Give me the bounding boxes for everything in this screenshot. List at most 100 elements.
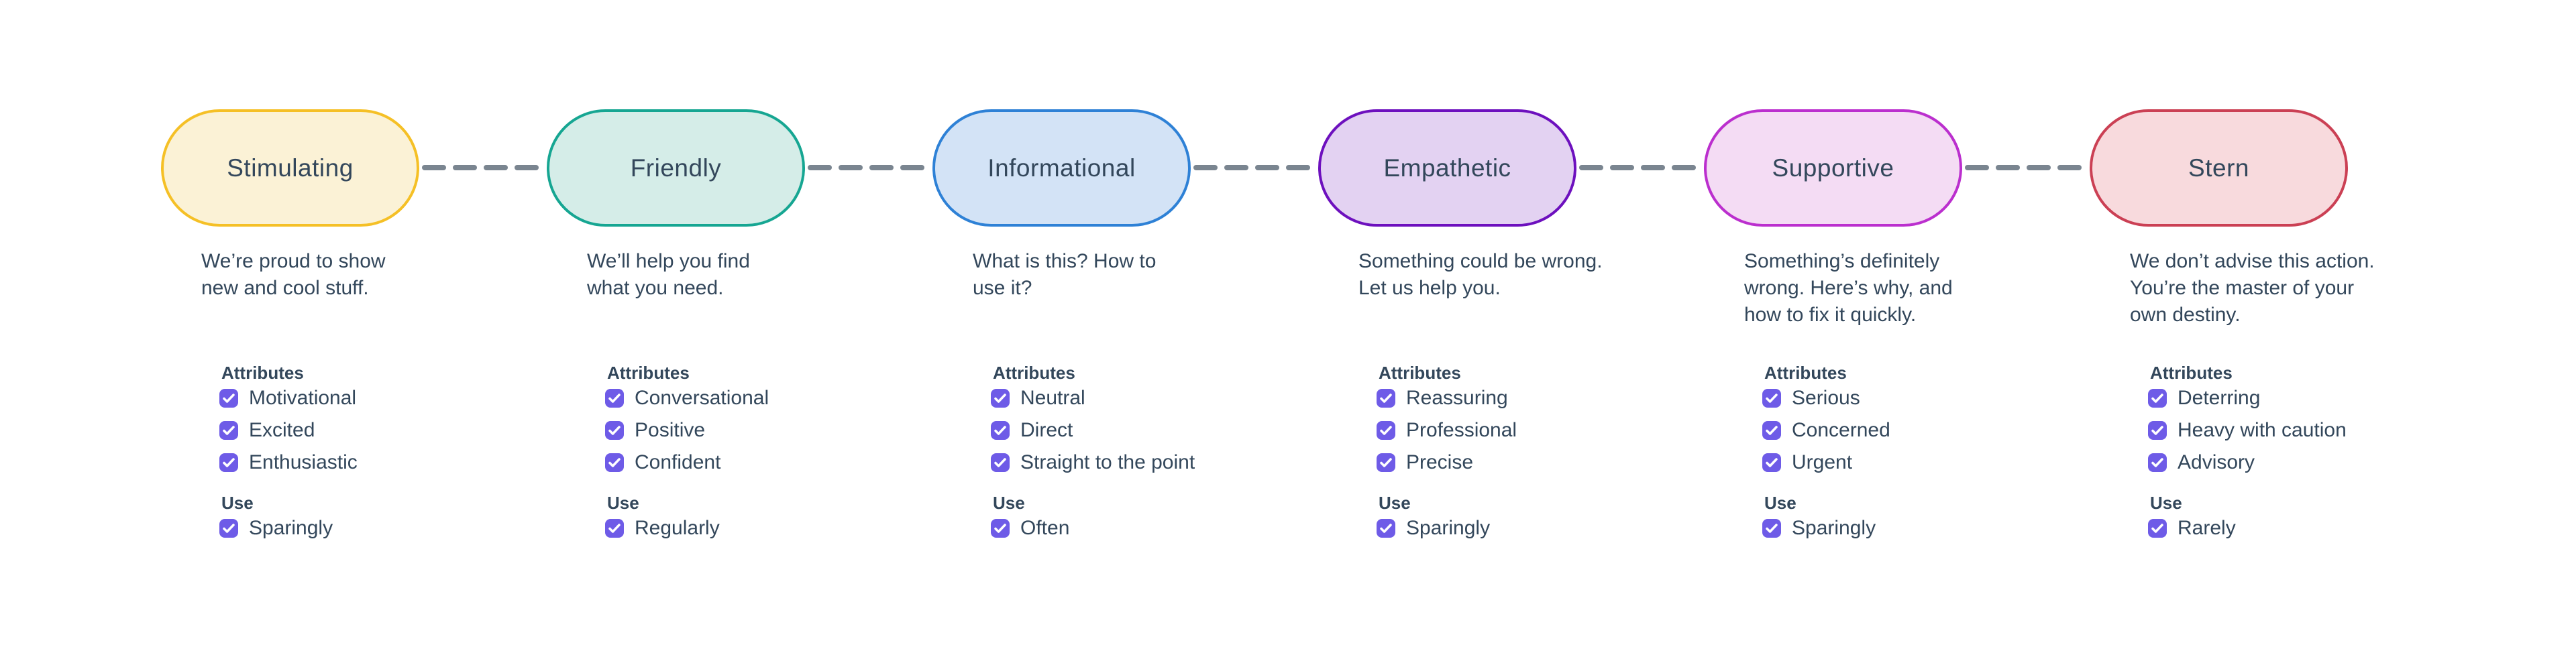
check-icon (2151, 394, 2163, 403)
attribute-label: Straight to the point (1020, 451, 1195, 473)
check-icon (1766, 524, 1778, 533)
tone-description: What is this? How to use it? (973, 250, 1157, 299)
tone-pill: Stimulating (161, 109, 419, 227)
attribute-item: Heavy with caution (2148, 419, 2475, 441)
use-frequency-label: Often (1020, 517, 1070, 539)
tone-description: Something’s definitely wrong. Here’s why… (1744, 250, 1953, 326)
use-heading: Use (1764, 493, 1796, 513)
attribute-checkbox[interactable] (1377, 453, 1395, 472)
tone-pill: Supportive (1704, 109, 1962, 227)
attribute-label: Serious (1792, 387, 1860, 409)
attribute-label: Conversational (635, 387, 769, 409)
attribute-item: Precise (1377, 451, 1704, 473)
check-icon (994, 458, 1006, 467)
attribute-checkbox[interactable] (1377, 389, 1395, 408)
check-icon (223, 394, 235, 403)
use-frequency-label: Sparingly (1792, 517, 1876, 539)
check-icon (1766, 394, 1778, 403)
attributes-heading: Attributes (1379, 363, 1461, 383)
use-checkbox[interactable] (2148, 519, 2167, 538)
tone-pill-label: Stern (2188, 154, 2249, 182)
check-icon (1766, 426, 1778, 435)
tone-column: Empathetic Something could be wrong. Let… (1318, 109, 1704, 551)
check-icon (608, 426, 621, 435)
attribute-checkbox[interactable] (2148, 421, 2167, 440)
attribute-label: Precise (1406, 451, 1474, 473)
tone-column: Stimulating We’re proud to show new and … (161, 109, 547, 551)
attribute-checkbox[interactable] (219, 453, 238, 472)
attribute-checkbox[interactable] (2148, 453, 2167, 472)
dashed-connector (1579, 165, 1701, 170)
attribute-checkbox[interactable] (1762, 453, 1781, 472)
attribute-item: Positive (605, 419, 932, 441)
attribute-item: Urgent (1762, 451, 2090, 473)
tone-pill-label: Supportive (1772, 154, 1894, 182)
attribute-checkbox[interactable] (991, 453, 1010, 472)
check-icon (608, 524, 621, 533)
tone-pill: Informational (932, 109, 1191, 227)
attribute-label: Advisory (2178, 451, 2255, 473)
use-heading: Use (993, 493, 1025, 513)
attribute-checkbox[interactable] (2148, 389, 2167, 408)
attributes-heading: Attributes (993, 363, 1075, 383)
attribute-checkbox[interactable] (991, 389, 1010, 408)
attribute-item: Direct (991, 419, 1318, 441)
use-checkbox[interactable] (605, 519, 624, 538)
attribute-label: Concerned (1792, 419, 1890, 441)
use-frequency-label: Sparingly (249, 517, 333, 539)
tone-pill-label: Informational (987, 154, 1136, 182)
tone-description: We’ll help you find what you need. (587, 250, 750, 299)
check-icon (223, 524, 235, 533)
attribute-label: Direct (1020, 419, 1073, 441)
attribute-item: Straight to the point (991, 451, 1318, 473)
use-item: Sparingly (1762, 517, 2090, 539)
attribute-label: Motivational (249, 387, 357, 409)
attribute-checkbox[interactable] (219, 421, 238, 440)
attribute-label: Reassuring (1406, 387, 1508, 409)
check-icon (2151, 458, 2163, 467)
attribute-checkbox[interactable] (605, 421, 624, 440)
attribute-label: Excited (249, 419, 315, 441)
tone-pill: Empathetic (1318, 109, 1576, 227)
dashed-connector (1193, 165, 1316, 170)
tone-description: Something could be wrong. Let us help yo… (1358, 250, 1603, 299)
check-icon (608, 394, 621, 403)
check-icon (608, 458, 621, 467)
use-checkbox[interactable] (1762, 519, 1781, 538)
attribute-item: Professional (1377, 419, 1704, 441)
use-checkbox[interactable] (1377, 519, 1395, 538)
attribute-checkbox[interactable] (1762, 389, 1781, 408)
tone-description: We’re proud to show new and cool stuff. (201, 250, 386, 299)
use-frequency-label: Rarely (2178, 517, 2236, 539)
attribute-label: Heavy with caution (2178, 419, 2347, 441)
attribute-item: Deterring (2148, 387, 2475, 409)
tone-column: Stern We don’t advise this action. You’r… (2090, 109, 2475, 551)
use-item: Regularly (605, 517, 932, 539)
use-checkbox[interactable] (991, 519, 1010, 538)
attribute-label: Professional (1406, 419, 1517, 441)
check-icon (1380, 394, 1392, 403)
attribute-checkbox[interactable] (1377, 421, 1395, 440)
tone-description: We don’t advise this action. You’re the … (2130, 250, 2375, 326)
attribute-item: Confident (605, 451, 932, 473)
dashed-connector (1965, 165, 2087, 170)
check-icon (1766, 458, 1778, 467)
attribute-label: Urgent (1792, 451, 1853, 473)
attribute-item: Concerned (1762, 419, 2090, 441)
use-checkbox[interactable] (219, 519, 238, 538)
use-item: Often (991, 517, 1318, 539)
attribute-checkbox[interactable] (605, 453, 624, 472)
attribute-item: Reassuring (1377, 387, 1704, 409)
attribute-item: Motivational (219, 387, 547, 409)
attribute-label: Deterring (2178, 387, 2261, 409)
use-heading: Use (2150, 493, 2182, 513)
attribute-checkbox[interactable] (991, 421, 1010, 440)
dashed-connector (422, 165, 544, 170)
tone-pill-label: Empathetic (1383, 154, 1511, 182)
attribute-checkbox[interactable] (1762, 421, 1781, 440)
dashed-connector (808, 165, 930, 170)
attributes-heading: Attributes (2150, 363, 2233, 383)
attribute-checkbox[interactable] (605, 389, 624, 408)
attributes-heading: Attributes (1764, 363, 1847, 383)
attribute-checkbox[interactable] (219, 389, 238, 408)
